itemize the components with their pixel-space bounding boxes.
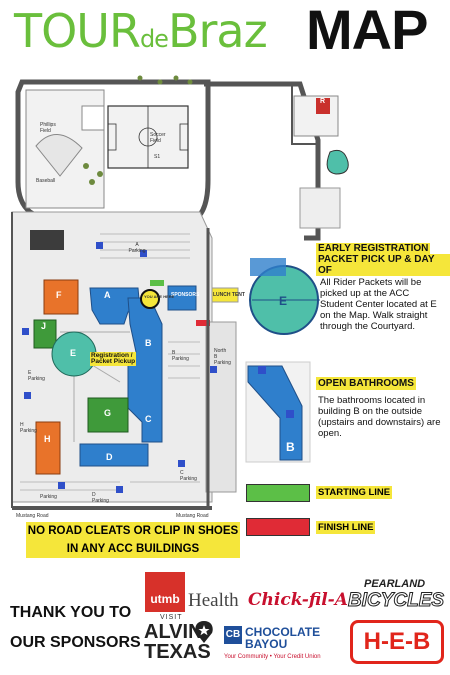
bathroom-building-b — [247, 365, 303, 461]
open-bathrooms-heading: OPEN BATHROOMS — [316, 377, 416, 390]
label-you-are-here: YOU ARE HERE — [144, 294, 174, 299]
building-g — [87, 397, 129, 433]
alvin-text: ALVIN — [144, 621, 203, 643]
early-registration-heading-2: PACKET PICK UP & DAY OF — [316, 254, 450, 276]
building-letter-f: F — [56, 290, 62, 300]
north-b-parking-lot — [205, 321, 237, 493]
bicycles-text: BICYCLES — [347, 590, 445, 612]
label-registration: Registration / Packet Pickup — [90, 352, 137, 366]
parking-stripes — [20, 233, 200, 491]
label-sponsors: SPONSORS — [171, 292, 200, 298]
label-lunch-tent: LUNCH TENT — [213, 292, 245, 298]
sponsors-heading-line1: THANK YOU TO — [10, 604, 132, 621]
pond — [326, 149, 349, 175]
building-r — [316, 98, 330, 114]
sponsors-tent — [167, 285, 197, 311]
label-d-parking: D Parking — [92, 492, 109, 504]
texas-text: TEXAS — [144, 641, 211, 663]
ne-lot — [299, 187, 341, 229]
bayou-text: BAYOU — [245, 637, 288, 651]
label-baseball: Baseball — [36, 178, 56, 184]
label-phillips-field: Phillips Field — [40, 122, 56, 134]
building-letter-a: A — [104, 290, 111, 300]
legend-starting-line: STARTING LINE — [316, 486, 393, 499]
chocolate-bayou-icon: CB — [224, 626, 242, 644]
chickfila-logo: Chick-fil-A — [248, 590, 348, 610]
title-de: de — [139, 25, 169, 53]
map-start-line — [150, 280, 164, 286]
building-b-c — [127, 297, 163, 443]
building-a — [89, 287, 141, 325]
building-letter-d: D — [106, 452, 113, 462]
label-soccer-field: Soccer Field — [150, 132, 166, 144]
label-a-parking: A Parking — [128, 242, 146, 254]
legend-finish-swatch — [246, 518, 310, 536]
detail-letter-b: B — [286, 440, 295, 454]
label-mustang-road-1: Mustang Road — [16, 513, 49, 519]
chocolate-bayou-tagline: Your Community • Your Credit Union — [224, 654, 321, 660]
map-title-map: MAP — [306, 0, 428, 61]
parking-icons — [22, 242, 217, 493]
cleat-warning: NO ROAD CLEATS OR CLIP IN SHOES IN ANY A… — [26, 522, 240, 558]
label-c-parking: C Parking — [180, 470, 197, 482]
visit-text: VISIT — [160, 614, 183, 621]
sponsors-heading: THANK YOU TO OUR SPONSORS — [10, 598, 145, 658]
legend-finish-line: FINISH LINE — [316, 521, 376, 534]
map-finish-line — [196, 320, 210, 326]
utmb-logo: utmb — [145, 572, 185, 612]
building-letter-c: C — [145, 414, 152, 424]
lunch-tent — [211, 287, 239, 303]
building-letter-h: H — [44, 434, 51, 444]
label-north-b-parking: North B Parking — [214, 348, 231, 366]
label-parking: Parking — [40, 494, 57, 500]
building-h — [35, 421, 61, 475]
early-registration-heading-1: EARLY REGISTRATION — [316, 243, 431, 254]
label-b-parking: B Parking — [172, 350, 189, 362]
open-bathrooms-body: The bathrooms located in building B on t… — [318, 395, 441, 439]
building-letter-j: J — [41, 321, 47, 331]
title-tour: TOUR — [14, 4, 141, 58]
building-letter-r: R — [320, 98, 326, 105]
cleat-warning-line2: IN ANY ACC BUILDINGS — [66, 543, 200, 555]
building-letter-e: E — [70, 348, 77, 358]
utmb-health-text: Health — [188, 590, 239, 611]
pearland-text: PEARLAND — [364, 578, 426, 590]
label-s1: S1 — [154, 154, 161, 160]
label-h-parking: H Parking — [20, 422, 37, 434]
trees — [83, 75, 193, 185]
baseball-diamond — [35, 134, 83, 177]
sponsors-heading-line2: OUR SPONSORS — [10, 634, 141, 651]
alvin-star-icon — [194, 620, 214, 644]
building-letter-b: B — [145, 338, 152, 348]
building-j — [33, 319, 57, 349]
building-letter-g: G — [104, 408, 112, 418]
label-e-parking: E Parking — [28, 370, 45, 382]
map-title-tour-de-braz: TOURdeBraz — [14, 2, 268, 68]
ring-road-east — [204, 81, 321, 241]
building-d — [79, 443, 149, 467]
legend-start-swatch — [246, 484, 310, 502]
detail-letter-e: E — [279, 294, 288, 308]
you-are-here-marker — [140, 289, 160, 309]
label-mustang-road-2: Mustang Road — [176, 513, 209, 519]
cleat-warning-line1: NO ROAD CLEATS OR CLIP IN SHOES — [27, 525, 239, 537]
building-f — [43, 279, 79, 315]
early-registration-body: All Rider Packets will be picked up at t… — [320, 277, 437, 332]
heb-logo: H-E-B — [350, 620, 444, 664]
title-braz: Braz — [167, 4, 268, 58]
chocolate-text: CHOCOLATE — [245, 625, 321, 639]
phillips-building — [81, 105, 105, 131]
tennis-courts — [30, 230, 64, 250]
